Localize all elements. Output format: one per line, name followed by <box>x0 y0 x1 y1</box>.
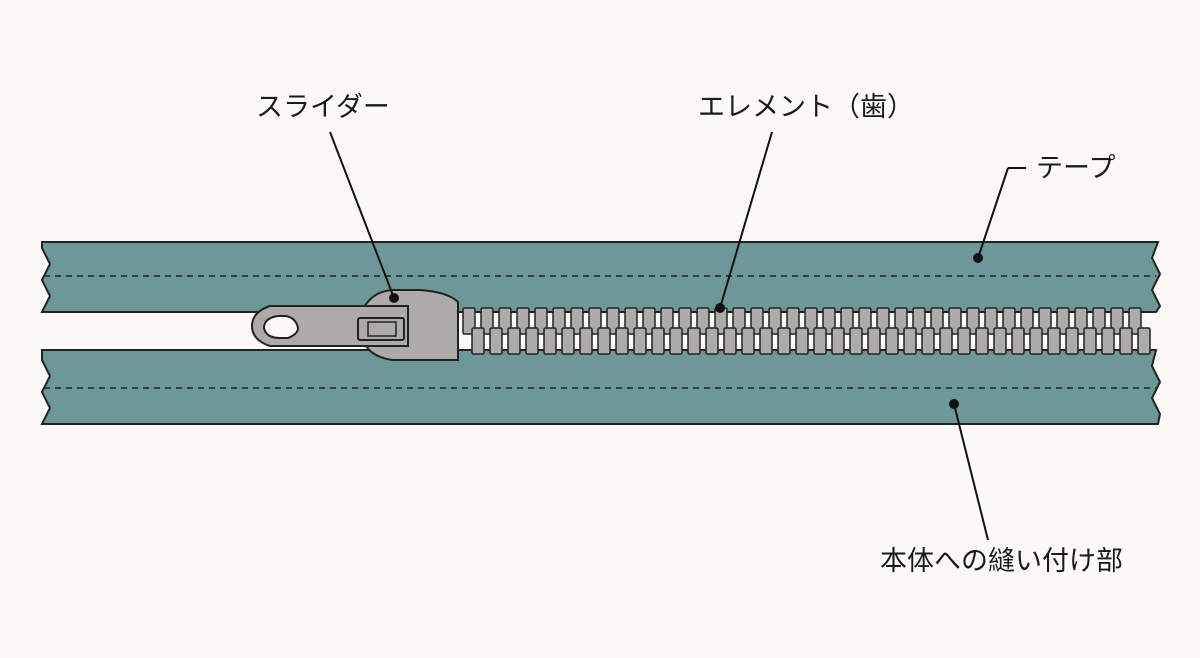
element-tooth <box>471 327 485 355</box>
element-tooth <box>1011 327 1025 355</box>
element-tooth <box>1128 307 1142 335</box>
callout-lines <box>329 131 1026 541</box>
slider-label: スライダー <box>256 92 390 123</box>
element-tooth <box>921 327 935 355</box>
element-tooth <box>660 307 674 335</box>
element-tooth <box>498 307 512 335</box>
sewing-callout-dot <box>949 399 959 409</box>
element-tooth <box>732 307 746 335</box>
element-tooth <box>615 327 629 355</box>
element-tooth <box>1056 307 1070 335</box>
pull-tab-hole <box>262 315 300 339</box>
element-tooth <box>525 327 539 355</box>
element-tooth <box>1092 307 1106 335</box>
element-tooth <box>849 327 863 355</box>
element-tooth <box>1119 327 1133 355</box>
element-tooth <box>840 307 854 335</box>
element-tooth <box>462 307 476 335</box>
element-tooth <box>606 307 620 335</box>
element-tooth <box>993 327 1007 355</box>
element-tooth <box>534 307 548 335</box>
element-tooth <box>624 307 638 335</box>
element-tooth <box>1137 327 1151 355</box>
element-tooth <box>561 327 575 355</box>
element-tooth <box>903 327 917 355</box>
element-tooth <box>669 327 683 355</box>
element-tooth <box>966 307 980 335</box>
element-tooth <box>1110 307 1124 335</box>
element-tooth <box>930 307 944 335</box>
element-tooth <box>876 307 890 335</box>
element-tooth <box>777 327 791 355</box>
element-tooth <box>948 307 962 335</box>
element-tooth <box>804 307 818 335</box>
element-tooth <box>651 327 665 355</box>
element-tooth <box>822 307 836 335</box>
element-tooth <box>894 307 908 335</box>
element-tooth <box>867 327 881 355</box>
lower-tape <box>40 349 1162 425</box>
element-tooth <box>1074 307 1088 335</box>
element-tooth <box>1047 327 1061 355</box>
element-tooth <box>885 327 899 355</box>
element-tooth <box>1020 307 1034 335</box>
element-tooth <box>759 327 773 355</box>
element-tooth <box>552 307 566 335</box>
element-tooth <box>1065 327 1079 355</box>
element-tooth <box>912 307 926 335</box>
element-tooth <box>939 327 953 355</box>
element-tooth <box>489 327 503 355</box>
element-tooth <box>678 307 692 335</box>
element-tooth <box>1002 307 1016 335</box>
element-tooth <box>516 307 530 335</box>
element-tooth <box>768 307 782 335</box>
element-tooth <box>570 307 584 335</box>
slider-callout-dot <box>389 293 399 303</box>
element-tooth <box>480 307 494 335</box>
element-tooth <box>543 327 557 355</box>
element-callout-dot <box>715 303 725 313</box>
element-tooth <box>858 307 872 335</box>
element-tooth <box>696 307 710 335</box>
tape-callout-dot <box>973 253 983 263</box>
element-tooth <box>831 327 845 355</box>
element-tooth <box>723 327 737 355</box>
element-tooth <box>687 327 701 355</box>
element-tooth <box>1029 327 1043 355</box>
element-tooth <box>741 327 755 355</box>
slider <box>250 289 459 361</box>
element-teeth <box>462 307 1151 355</box>
element-tooth <box>750 307 764 335</box>
element-tooth <box>984 307 998 335</box>
element-tooth <box>975 327 989 355</box>
slider-pull-cap <box>357 317 405 341</box>
element-tooth <box>957 327 971 355</box>
element-tooth <box>507 327 521 355</box>
element-tooth <box>795 327 809 355</box>
element-tooth <box>1083 327 1097 355</box>
element-tooth <box>786 307 800 335</box>
upper-tape <box>40 241 1162 313</box>
tape-label: テープ <box>1036 153 1116 184</box>
element-label: エレメント（歯） <box>698 92 914 123</box>
element-tooth <box>588 307 602 335</box>
sewing-part-label: 本体への縫い付け部 <box>880 546 1123 577</box>
element-tooth <box>1101 327 1115 355</box>
element-tooth <box>579 327 593 355</box>
element-tooth <box>597 327 611 355</box>
element-tooth <box>705 327 719 355</box>
element-tooth <box>1038 307 1052 335</box>
element-tooth <box>633 327 647 355</box>
element-tooth <box>813 327 827 355</box>
element-tooth <box>642 307 656 335</box>
